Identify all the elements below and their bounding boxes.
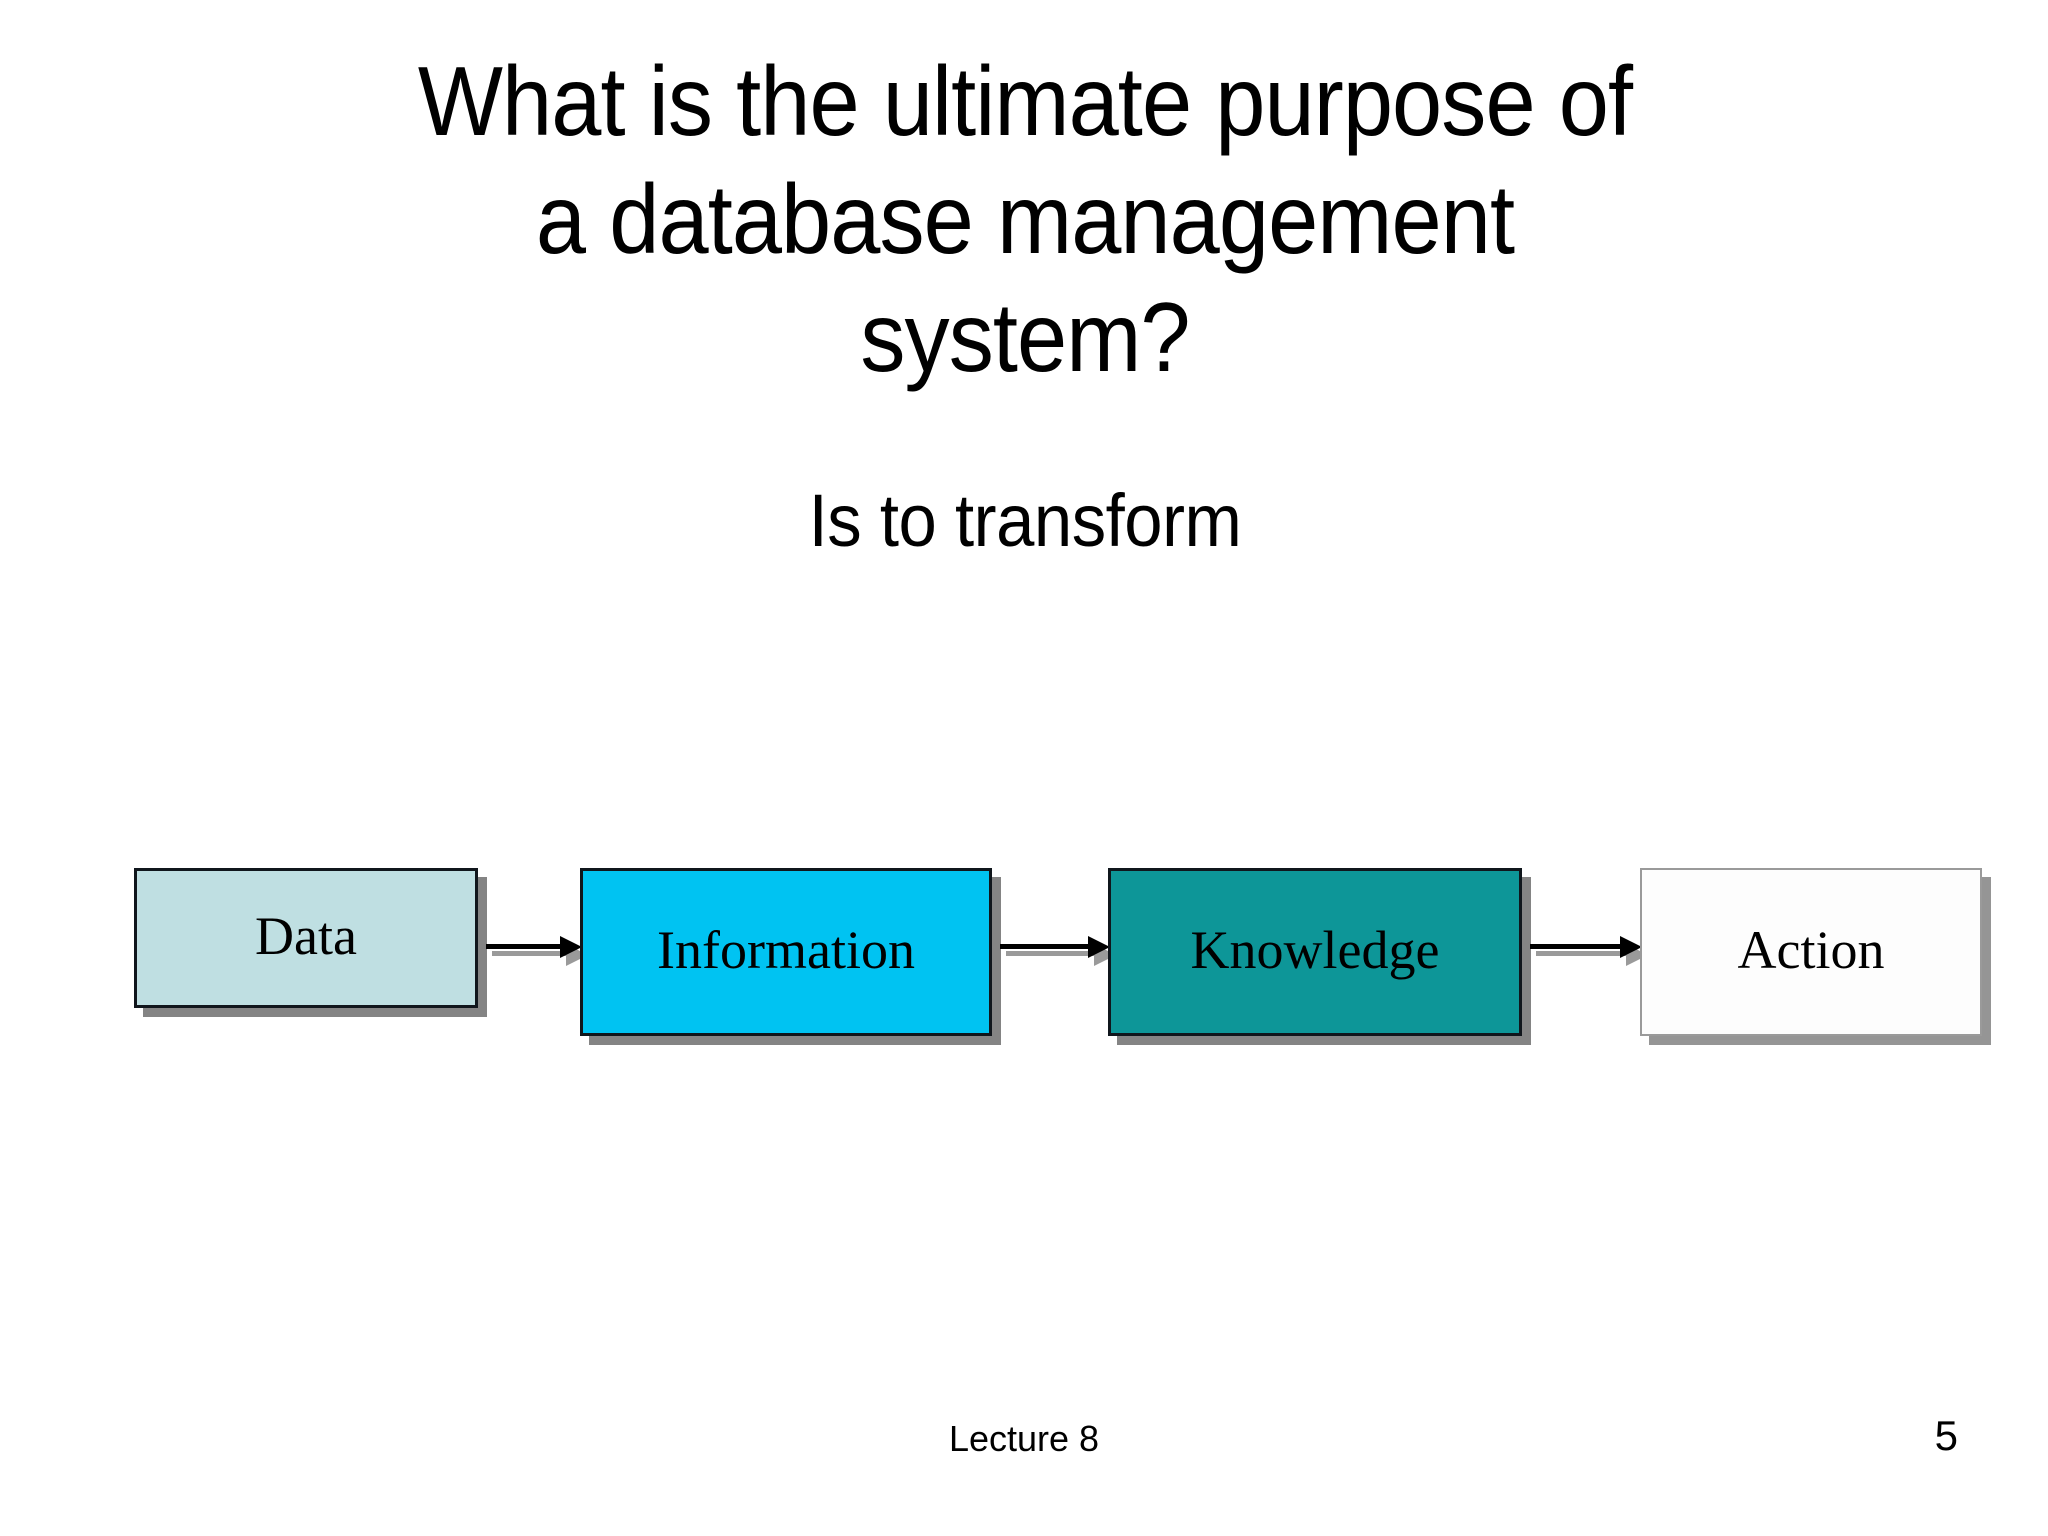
title-line-2: a database management (535, 164, 1515, 274)
arrow-shaft-shadow (1006, 951, 1094, 956)
footer-page-number: 5 (1934, 1412, 1958, 1459)
footer-lecture-label: Lecture 8 (948, 1418, 1100, 1459)
flow-node-data[interactable]: Data (134, 868, 478, 1008)
title-line-1: What is the ultimate purpose of (417, 46, 1633, 156)
flow-arrow-knowledge-to-action (1530, 936, 1648, 966)
arrow-shaft (1000, 944, 1088, 949)
flow-arrow-information-to-knowledge (1000, 936, 1116, 966)
flow-node-action[interactable]: Action (1640, 868, 1982, 1036)
page-title: What is the ultimate purpose of a databa… (120, 42, 1930, 396)
arrow-shaft-shadow (1536, 951, 1626, 956)
flow-node-data-label: Data (255, 906, 357, 966)
arrow-shaft (486, 944, 560, 949)
subtitle-line-1: Is to transform (808, 479, 1242, 562)
flow-node-knowledge[interactable]: Knowledge (1108, 868, 1522, 1036)
subtitle: Is to transform (120, 478, 1930, 564)
arrow-shaft-shadow (492, 951, 566, 956)
title-line-3: system? (860, 282, 1190, 392)
flow-node-action-label: Action (1737, 920, 1885, 980)
flow-arrow-data-to-information (486, 936, 588, 966)
flow-node-information[interactable]: Information (580, 868, 992, 1036)
flow-node-information-label: Information (657, 920, 915, 980)
flow-node-knowledge-label: Knowledge (1190, 920, 1440, 980)
arrow-head-icon (560, 936, 582, 958)
arrow-head-icon (1088, 936, 1110, 958)
arrow-head-icon (1620, 936, 1642, 958)
arrow-shaft (1530, 944, 1620, 949)
